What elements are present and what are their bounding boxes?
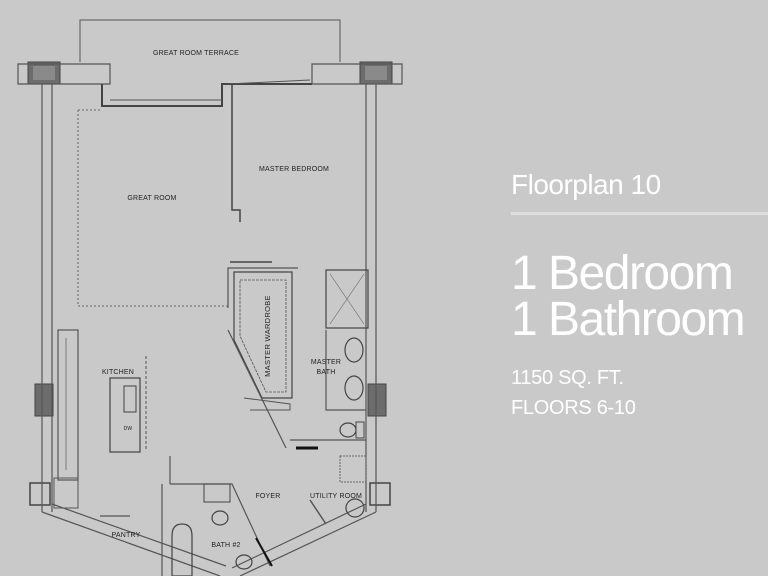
utility-door xyxy=(309,499,327,525)
master-toilet xyxy=(339,422,357,438)
sink-2 xyxy=(344,375,364,401)
bath-vanity-wall xyxy=(325,330,366,411)
bedroom-partition xyxy=(231,84,241,222)
water-heater xyxy=(345,498,365,518)
bottom-left-angled-wall-inner xyxy=(51,503,227,567)
sink-1 xyxy=(344,337,364,363)
kitchen-counter xyxy=(57,329,79,481)
column-bottom-left xyxy=(29,482,51,506)
great-room-boundary xyxy=(77,110,228,307)
bedroom-count: 1 Bedroom xyxy=(511,247,734,300)
label-bath-2: BATH #2 xyxy=(211,542,240,549)
bath2-toilet xyxy=(235,554,253,570)
washer xyxy=(339,455,367,483)
bottom-right-angled-wall xyxy=(239,511,377,576)
floorplan-title: Floorplan 10 xyxy=(511,169,661,200)
label-master-bath-2: BATH xyxy=(317,369,336,376)
bottom-left-angled-wall xyxy=(41,511,221,576)
label-great-room-terrace: GREAT ROOM TERRACE xyxy=(153,50,239,57)
shower-drain-lines xyxy=(329,273,365,325)
label-foyer: FOYER xyxy=(255,493,280,500)
label-dishwasher: DW xyxy=(124,426,133,432)
wardrobe-wall xyxy=(227,267,298,308)
square-footage: 1150 SQ. FT. xyxy=(511,367,624,389)
bottom-right-angled-wall-inner xyxy=(231,503,367,569)
bathroom-count: 1 Bathroom xyxy=(511,293,746,346)
label-master-bedroom: MASTER BEDROOM xyxy=(259,166,329,173)
bath2-closet xyxy=(203,483,231,503)
column-texture xyxy=(365,66,387,80)
column-texture xyxy=(33,66,55,80)
kitchen-island xyxy=(109,377,141,453)
entry-door xyxy=(255,537,273,567)
angled-wall xyxy=(227,329,287,449)
terrace-outline xyxy=(79,19,341,62)
wardrobe-base xyxy=(243,397,291,411)
island-sink xyxy=(123,385,137,413)
window-wall xyxy=(101,83,312,107)
label-great-room: GREAT ROOM xyxy=(127,195,176,202)
window-line xyxy=(227,79,311,85)
floorplan-drawing: GREAT ROOM TERRACE MASTER BEDROOM GREAT … xyxy=(17,19,403,576)
top-right-wall xyxy=(311,63,403,85)
shower xyxy=(325,269,369,329)
title-divider xyxy=(511,212,768,215)
label-pantry: PANTRY xyxy=(112,532,141,539)
bath2-tub xyxy=(171,523,193,576)
label-utility-room: UTILITY ROOM xyxy=(310,493,362,500)
column-mid-left xyxy=(34,383,54,417)
floor-range: FLOORS 6-10 xyxy=(511,397,636,419)
bath2-sink xyxy=(211,510,229,526)
label-kitchen: KITCHEN xyxy=(102,369,134,376)
wardrobe-rod xyxy=(239,279,287,393)
column-mid-right xyxy=(367,383,387,417)
column-bottom-right xyxy=(369,482,391,506)
top-left-wall xyxy=(17,63,111,85)
fridge xyxy=(53,477,79,509)
floorplan-info-panel: Floorplan 10 1 Bedroom 1 Bathroom 1150 S… xyxy=(511,168,768,423)
toilet-tank xyxy=(355,421,365,439)
label-master-bath-1: MASTER xyxy=(311,359,341,366)
label-master-wardrobe: MASTER WARDROBE xyxy=(263,295,272,377)
master-wardrobe-outline xyxy=(233,271,293,399)
